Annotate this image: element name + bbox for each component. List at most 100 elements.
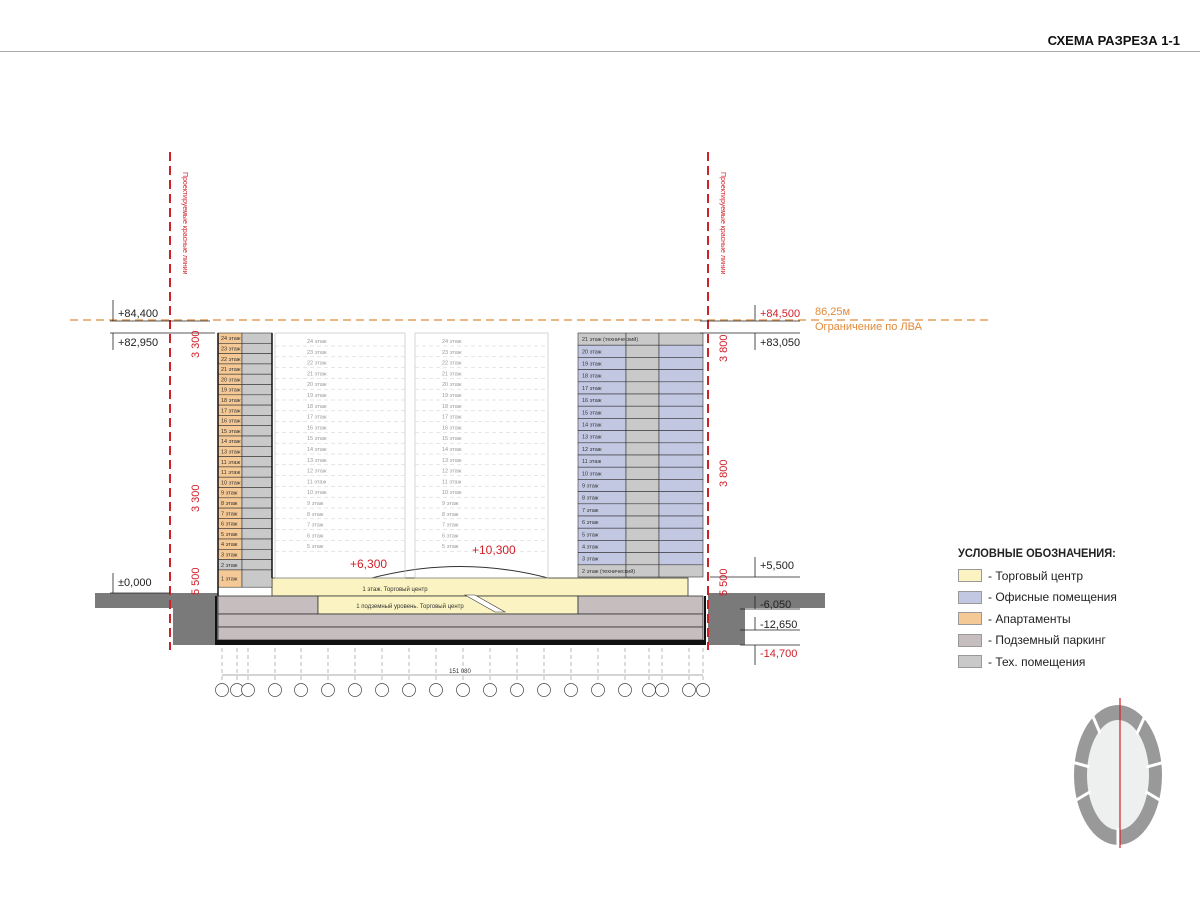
legend-swatch [958,569,982,583]
elevation-right-podium: +5,500 [760,560,794,572]
right-tower-floor: 20 этаж [577,344,704,358]
escalator [463,594,507,613]
elevation-right-roof: +83,050 [760,337,800,349]
legend-label: - Апартаменты [988,611,1071,626]
background-floor-label: 15 этаж [307,436,327,442]
plan-key [1064,698,1173,850]
floor-label: 19 этаж [582,362,602,368]
background-floor-label: 23 этаж [307,350,327,356]
legend-swatch [958,590,982,604]
legend-swatch [958,633,982,647]
legend-item-parking: - Подземный паркинг [958,630,1130,652]
left-tower-floor: 8 этаж [217,497,273,509]
grid-axis-marker [429,683,443,697]
background-floor-label: 13 этаж [307,458,327,464]
dim-left-3: 5 500 [190,567,202,595]
floor-label: 1 этаж [221,577,238,583]
dim-right-3: 5 500 [718,568,730,596]
right-tower-floor: 7 этаж [577,503,704,517]
left-tower-floor: 17 этаж [217,404,273,416]
floor-label: 11 этаж [582,459,601,465]
grid-axis-marker [483,683,497,697]
dome-roof [371,566,549,579]
height-limit-value: 86,25м [815,306,850,318]
dim-right-1: 3 800 [718,334,730,362]
elevation-right-top: +84,500 [760,308,800,320]
background-floor-label: 16 этаж [307,425,327,431]
right-tower-floor: 14 этаж [577,418,704,431]
floor-label: 11 этаж [221,460,240,466]
legend-title: УСЛОВНЫЕ ОБОЗНАЧЕНИЯ: [958,546,1116,560]
floor-label: 7 этаж [221,511,238,517]
floor-label: 2 этаж (технический) [582,568,635,575]
floor-label: 13 этаж [221,449,241,455]
left-tower-floor: 24 этаж [217,332,273,344]
background-floor-label: 8 этаж [307,512,324,518]
parking-level-3 [217,626,704,641]
legend-swatch [958,612,982,626]
left-tower-floor: 9 этаж [217,487,273,499]
background-floor-label: 14 этаж [307,447,327,453]
podium-underground-label: 1 подземный уровень. Торговый центр [356,603,464,610]
mark-dome: +10,300 [472,543,516,557]
grid-axis-marker [696,683,710,697]
right-tower-floor: 4 этаж [577,540,704,553]
floor-label: 17 этаж [582,386,602,392]
left-tower-floor: 21 этаж [217,363,273,375]
floor-label: 5 этаж [221,532,238,538]
floor-label: 8 этаж [221,501,238,507]
background-floor-label: 10 этаж [442,490,462,496]
floor-label: 23 этаж [221,346,241,352]
overall-dimension: 151 080 [449,669,471,675]
left-tower-floor: 3 этаж [217,548,273,560]
left-tower-floor: 19 этаж [217,384,273,396]
background-floor-label: 19 этаж [307,393,327,399]
background-floor-label: 10 этаж [307,490,327,496]
red-line-label-right: Проектируемые красные линии [719,172,726,275]
left-tower-floor: 18 этаж [217,394,273,406]
legend-label: - Торговый центр [988,568,1084,583]
floor-label: 16 этаж [221,419,241,425]
background-floor-label: 8 этаж [442,512,459,518]
background-floor-label: 23 этаж [442,350,462,356]
right-tower-floor: 11 этаж [577,454,704,468]
left-tower-floor: 6 этаж [217,518,273,530]
elevation-left-top: +84,400 [118,308,158,320]
background-floor-label: 18 этаж [442,404,462,410]
left-tower-floor: 15 этаж [217,425,273,437]
background-floor-label: 19 этаж [442,393,462,399]
background-floor-label: 12 этаж [307,469,327,475]
grid-axis-marker [268,683,282,697]
tech-underground-right [577,595,704,615]
left-tower-floor: 7 этаж [217,507,273,519]
right-tower-floor: 8 этаж [577,491,704,505]
background-floor-label: 20 этаж [307,382,327,388]
legend: УСЛОВНЫЕ ОБОЗНАЧЕНИЯ: - Торговый центр -… [958,546,1130,673]
background-floor-label: 24 этаж [307,339,327,345]
grid-axis-marker [564,683,578,697]
legend-item-retail: - Торговый центр [958,565,1130,587]
background-floor-label: 24 этаж [442,339,462,345]
height-limit-label: Ограничение по ЛВА [815,321,923,333]
floor-label: 20 этаж [221,377,241,383]
grid-axis-marker [682,683,696,697]
grid-axis-marker [618,683,632,697]
floor-label: 3 этаж [582,557,599,563]
background-floor-label: 17 этаж [307,415,327,421]
grid-axis-marker [402,683,416,697]
right-tower-floor: 2 этаж (технический) [577,564,704,578]
background-floor-label: 13 этаж [442,458,462,464]
floor-label: 7 этаж [582,508,599,514]
floor-label: 8 этаж [582,496,599,502]
legend-label: - Тех. помещения [988,654,1086,669]
right-tower-floor: 5 этаж [577,527,704,541]
sheet-title: СХЕМА РАЗРЕЗА 1-1 [1047,33,1180,48]
floor-label: 15 этаж [221,429,241,435]
floor-label: 3 этаж [221,552,238,558]
background-floor-label: 7 этаж [307,523,324,529]
left-tower-floor: 13 этаж [217,445,273,457]
floor-label: 6 этаж [221,522,238,528]
floor-label: 4 этаж [221,542,238,548]
left-tower-floor: 10 этаж [217,476,273,488]
